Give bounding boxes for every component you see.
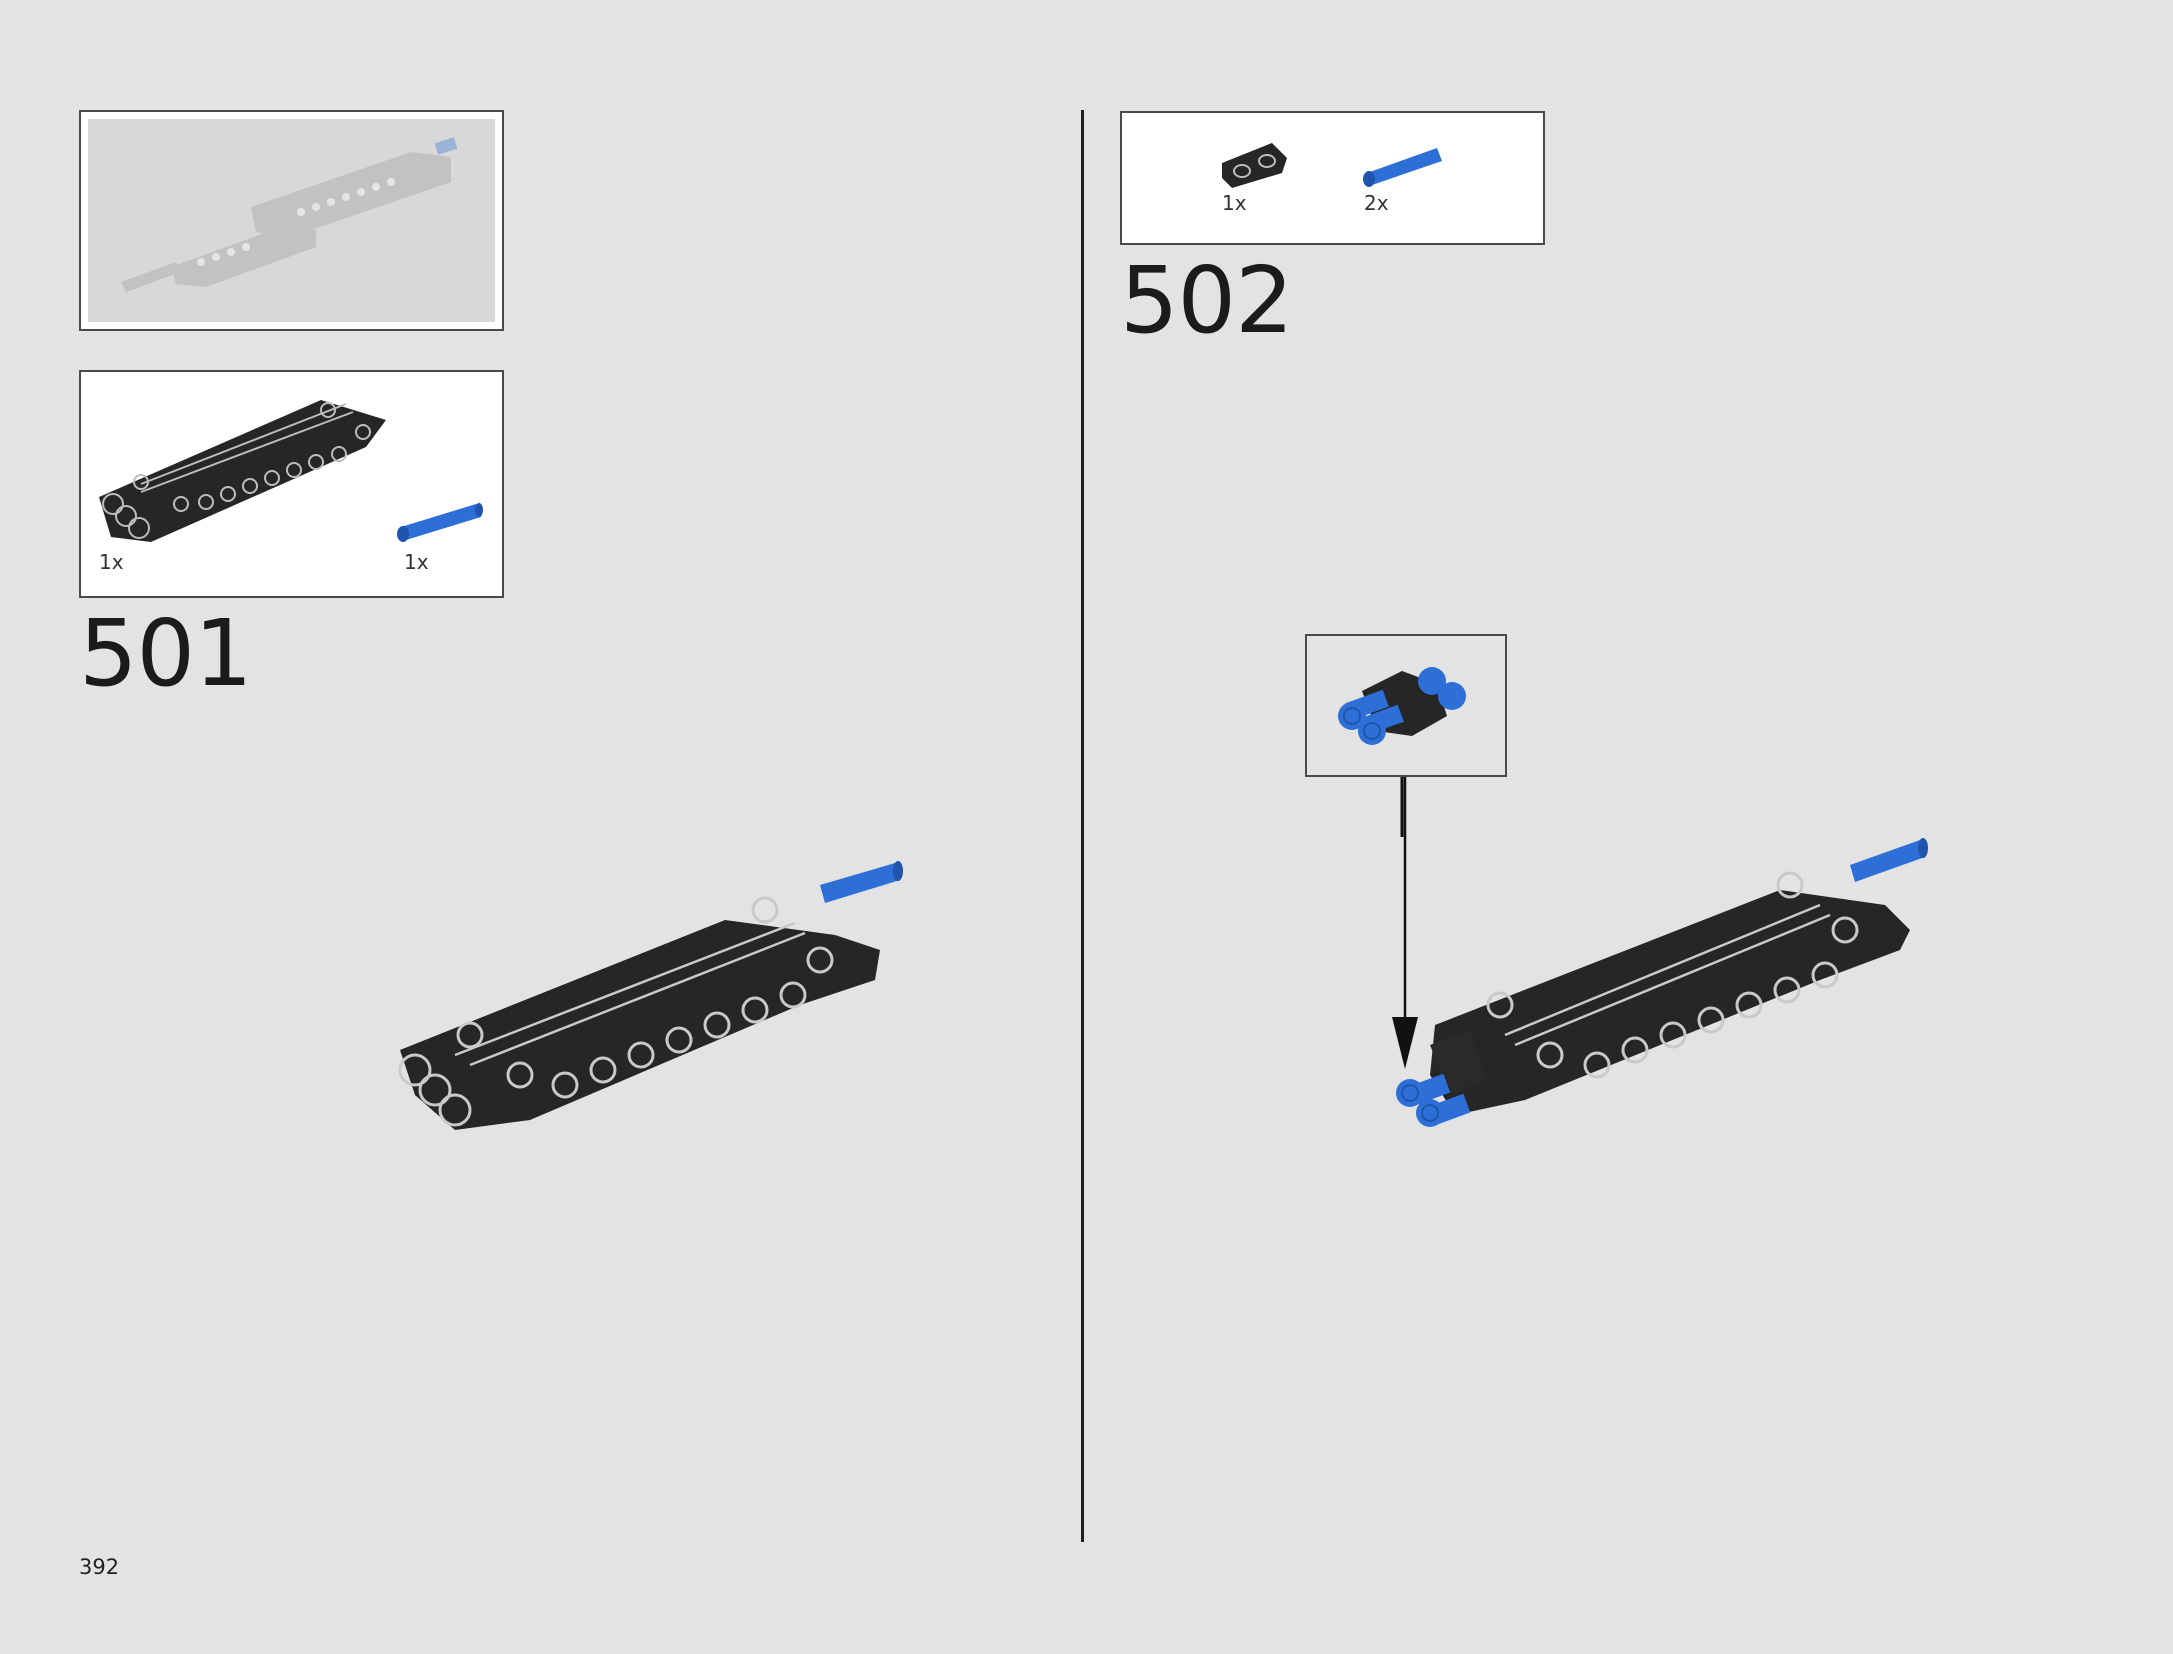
blue-pin-image xyxy=(1850,838,1928,882)
step-501-illustration xyxy=(398,861,903,1130)
part-qty: 2x xyxy=(1364,191,1389,215)
step-502-illustration xyxy=(1396,838,1928,1127)
beam-with-pins-image xyxy=(1396,1030,1485,1127)
sub-assembly-callout xyxy=(1305,634,1507,777)
parts-list-502: 1x 2x xyxy=(1120,111,1545,245)
previous-assembly-image xyxy=(121,137,458,292)
beam-with-pins-image xyxy=(1338,667,1466,745)
previous-assembly-box xyxy=(79,110,504,331)
technic-beam-part-image xyxy=(1222,143,1442,188)
technic-panel-part-image xyxy=(99,400,483,542)
blue-pin-image xyxy=(820,861,903,903)
blue-pin-image xyxy=(1338,667,1466,745)
part-qty: 1x xyxy=(1222,191,1247,215)
part-qty: 1x xyxy=(404,550,429,574)
blue-pin-image xyxy=(1363,148,1442,187)
page-number: 392 xyxy=(79,1555,120,1579)
page-divider xyxy=(1081,110,1084,1542)
placement-arrow xyxy=(1392,777,1418,1069)
step-number: 501 xyxy=(79,600,253,707)
part-qty: 1x xyxy=(99,550,124,574)
parts-list-501: 1x 1x xyxy=(79,370,504,598)
blue-pin-image xyxy=(397,503,483,542)
step-number: 502 xyxy=(1120,247,1294,354)
